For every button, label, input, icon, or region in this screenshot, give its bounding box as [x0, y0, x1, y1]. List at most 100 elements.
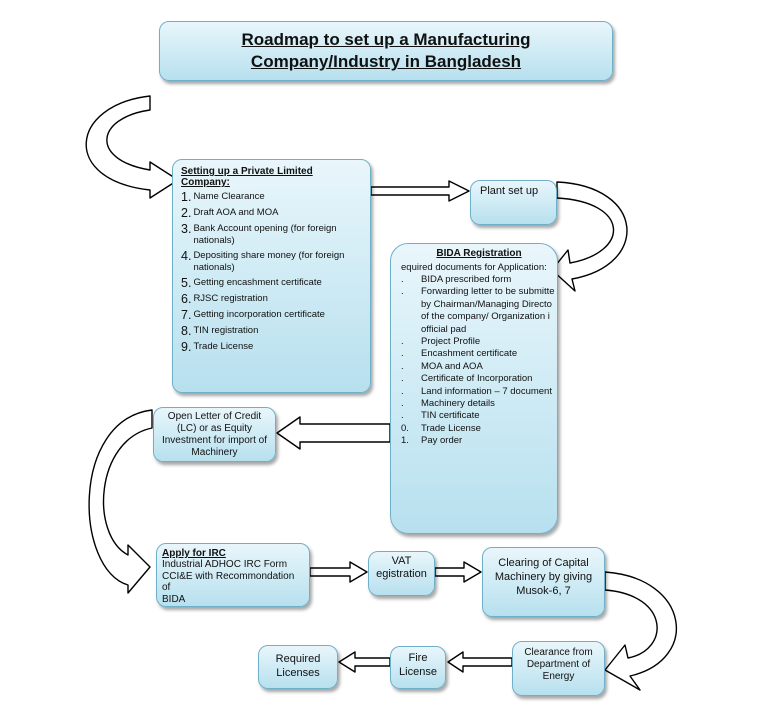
arrow-energy-to-fire — [447, 651, 513, 673]
clearing-text-line: Machinery by giving — [494, 571, 593, 583]
bida-item-text: Land information – 7 document — [421, 385, 552, 397]
company-step: 6.RJSC registration — [181, 292, 364, 306]
company-step-number: 8. — [181, 324, 192, 338]
irc-text-line: Industrial ADHOC IRC Form — [162, 559, 288, 570]
arrow-fire-to-required — [338, 651, 391, 673]
bida-document-item: 0. Trade License — [401, 423, 557, 435]
company-step: 3.Bank Account opening (for foreign nati… — [181, 223, 364, 246]
company-step: 2.Draft AOA and MOA — [181, 206, 364, 220]
bida-header: BIDA Registration — [436, 248, 522, 259]
bida-item-text: Encashment certificate — [421, 348, 518, 360]
company-step-number: 7. — [181, 308, 192, 322]
curved-arrow-lc-to-irc — [88, 409, 153, 594]
bida-item-number: . — [401, 373, 404, 385]
company-step-text: Name Clearance — [193, 191, 265, 202]
bida-item-text: official pad — [421, 323, 467, 335]
title-box: Roadmap to set up a Manufacturing Compan… — [159, 21, 613, 81]
company-step-text: Getting encashment certificate — [193, 277, 322, 288]
title-line-1: Roadmap to set up a Manufacturing — [241, 30, 531, 49]
bida-item-number: . — [401, 286, 404, 298]
company-step-number: 3. — [181, 222, 192, 236]
required-text-line: Required — [275, 653, 321, 665]
irc-header: Apply for IRC — [162, 548, 226, 559]
company-step-text: RJSC registration — [193, 293, 268, 304]
company-step: 1.Name Clearance — [181, 190, 364, 204]
company-step-number: 9. — [181, 340, 192, 354]
bida-item-text: Trade License — [421, 422, 481, 434]
plant-setup-label: Plant set up — [480, 185, 539, 197]
bida-document-item: .Forwarding letter to be submitte — [401, 286, 557, 298]
vat-text-line: egistration — [376, 568, 427, 580]
bida-item-number: . — [401, 398, 404, 410]
bida-document-item: official pad — [401, 324, 557, 336]
arrow-vat-to-clearing — [434, 561, 482, 583]
bida-item-number: 0. — [401, 422, 409, 434]
curved-arrow-start — [85, 95, 179, 199]
bida-item-text: by Chairman/Managing Directo — [421, 298, 552, 310]
arrow-company-to-plant — [370, 180, 470, 202]
energy-text-line: Energy — [542, 671, 575, 682]
bida-item-text: MOA and AOA — [421, 360, 483, 372]
bida-item-text: TIN certificate — [421, 410, 480, 422]
bida-item-number: . — [401, 385, 404, 397]
bida-document-item: . Machinery details — [401, 398, 557, 410]
bida-item-number — [401, 299, 421, 311]
company-step-text: Trade License — [193, 341, 254, 352]
company-step-number: 6. — [181, 292, 192, 306]
lc-text-line: Open Letter of Credit — [167, 411, 262, 422]
bida-document-item: .Project Profile — [401, 336, 557, 348]
bida-document-list: . BIDA prescribed form.Forwarding letter … — [401, 274, 557, 448]
company-step: 4.Depositing share money (for foreign na… — [181, 250, 364, 273]
private-company-box: Setting up a Private Limited Company: 1.… — [172, 159, 371, 393]
lc-text-line: Machinery — [191, 447, 238, 458]
clearing-text-line: Musok-6, 7 — [516, 585, 571, 597]
bida-item-number: . — [401, 360, 404, 372]
bida-document-item: . Land information – 7 document — [401, 386, 557, 398]
company-step-text: Draft AOA and MOA — [193, 207, 279, 218]
curved-arrow-plant-to-bida — [551, 181, 628, 292]
bida-item-number — [401, 324, 421, 336]
company-step: 7.Getting incorporation certificate — [181, 308, 364, 322]
company-step-text: Getting incorporation certificate — [193, 309, 325, 320]
vat-text-line: VAT — [391, 555, 412, 567]
bida-document-item: by Chairman/Managing Directo — [401, 299, 557, 311]
bida-item-number: . — [401, 274, 404, 285]
irc-text-line: CCI&E with Recommondation of — [162, 570, 295, 594]
company-step: 8.TIN registration — [181, 324, 364, 338]
bida-item-text: Machinery details — [421, 398, 495, 410]
bida-document-item: of the company/ Organization i — [401, 311, 557, 323]
plant-setup-box: Plant set up — [470, 180, 557, 225]
company-step-number: 4. — [181, 249, 192, 263]
bida-document-item: . BIDA prescribed form — [401, 274, 557, 286]
bida-registration-box: BIDA Registration equired documents for … — [390, 243, 558, 534]
arrow-irc-to-vat — [309, 561, 368, 583]
bida-item-text: of the company/ Organization i — [421, 311, 550, 323]
company-step-number: 1. — [181, 190, 192, 204]
company-step: 5.Getting encashment certificate — [181, 276, 364, 290]
lc-text-line: (LC) or as Equity — [176, 423, 253, 434]
bida-document-item: 1.Pay order — [401, 435, 557, 447]
company-step-number: 5. — [181, 276, 192, 290]
bida-item-text: BIDA prescribed form — [421, 274, 512, 285]
private-company-header: Setting up a Private Limited Company: — [181, 166, 313, 188]
bida-document-item: . MOA and AOA — [401, 361, 557, 373]
company-step: 9.Trade License — [181, 340, 364, 354]
required-text-line: Licenses — [276, 667, 320, 679]
bida-document-item: .Encashment certificate — [401, 348, 557, 360]
bida-document-item: .Certificate of Incorporation — [401, 373, 557, 385]
lc-text-line: Investment for import of — [161, 435, 268, 446]
curved-arrow-clearing-to-energy — [604, 571, 678, 691]
energy-text-line: Department of — [526, 659, 591, 670]
fire-text-line: Fire — [408, 652, 428, 664]
company-step-text: Bank Account opening (for foreign nation… — [193, 223, 337, 246]
bida-item-text: Project Profile — [421, 336, 481, 348]
company-step-number: 2. — [181, 206, 192, 220]
company-step-text: TIN registration — [193, 325, 259, 336]
